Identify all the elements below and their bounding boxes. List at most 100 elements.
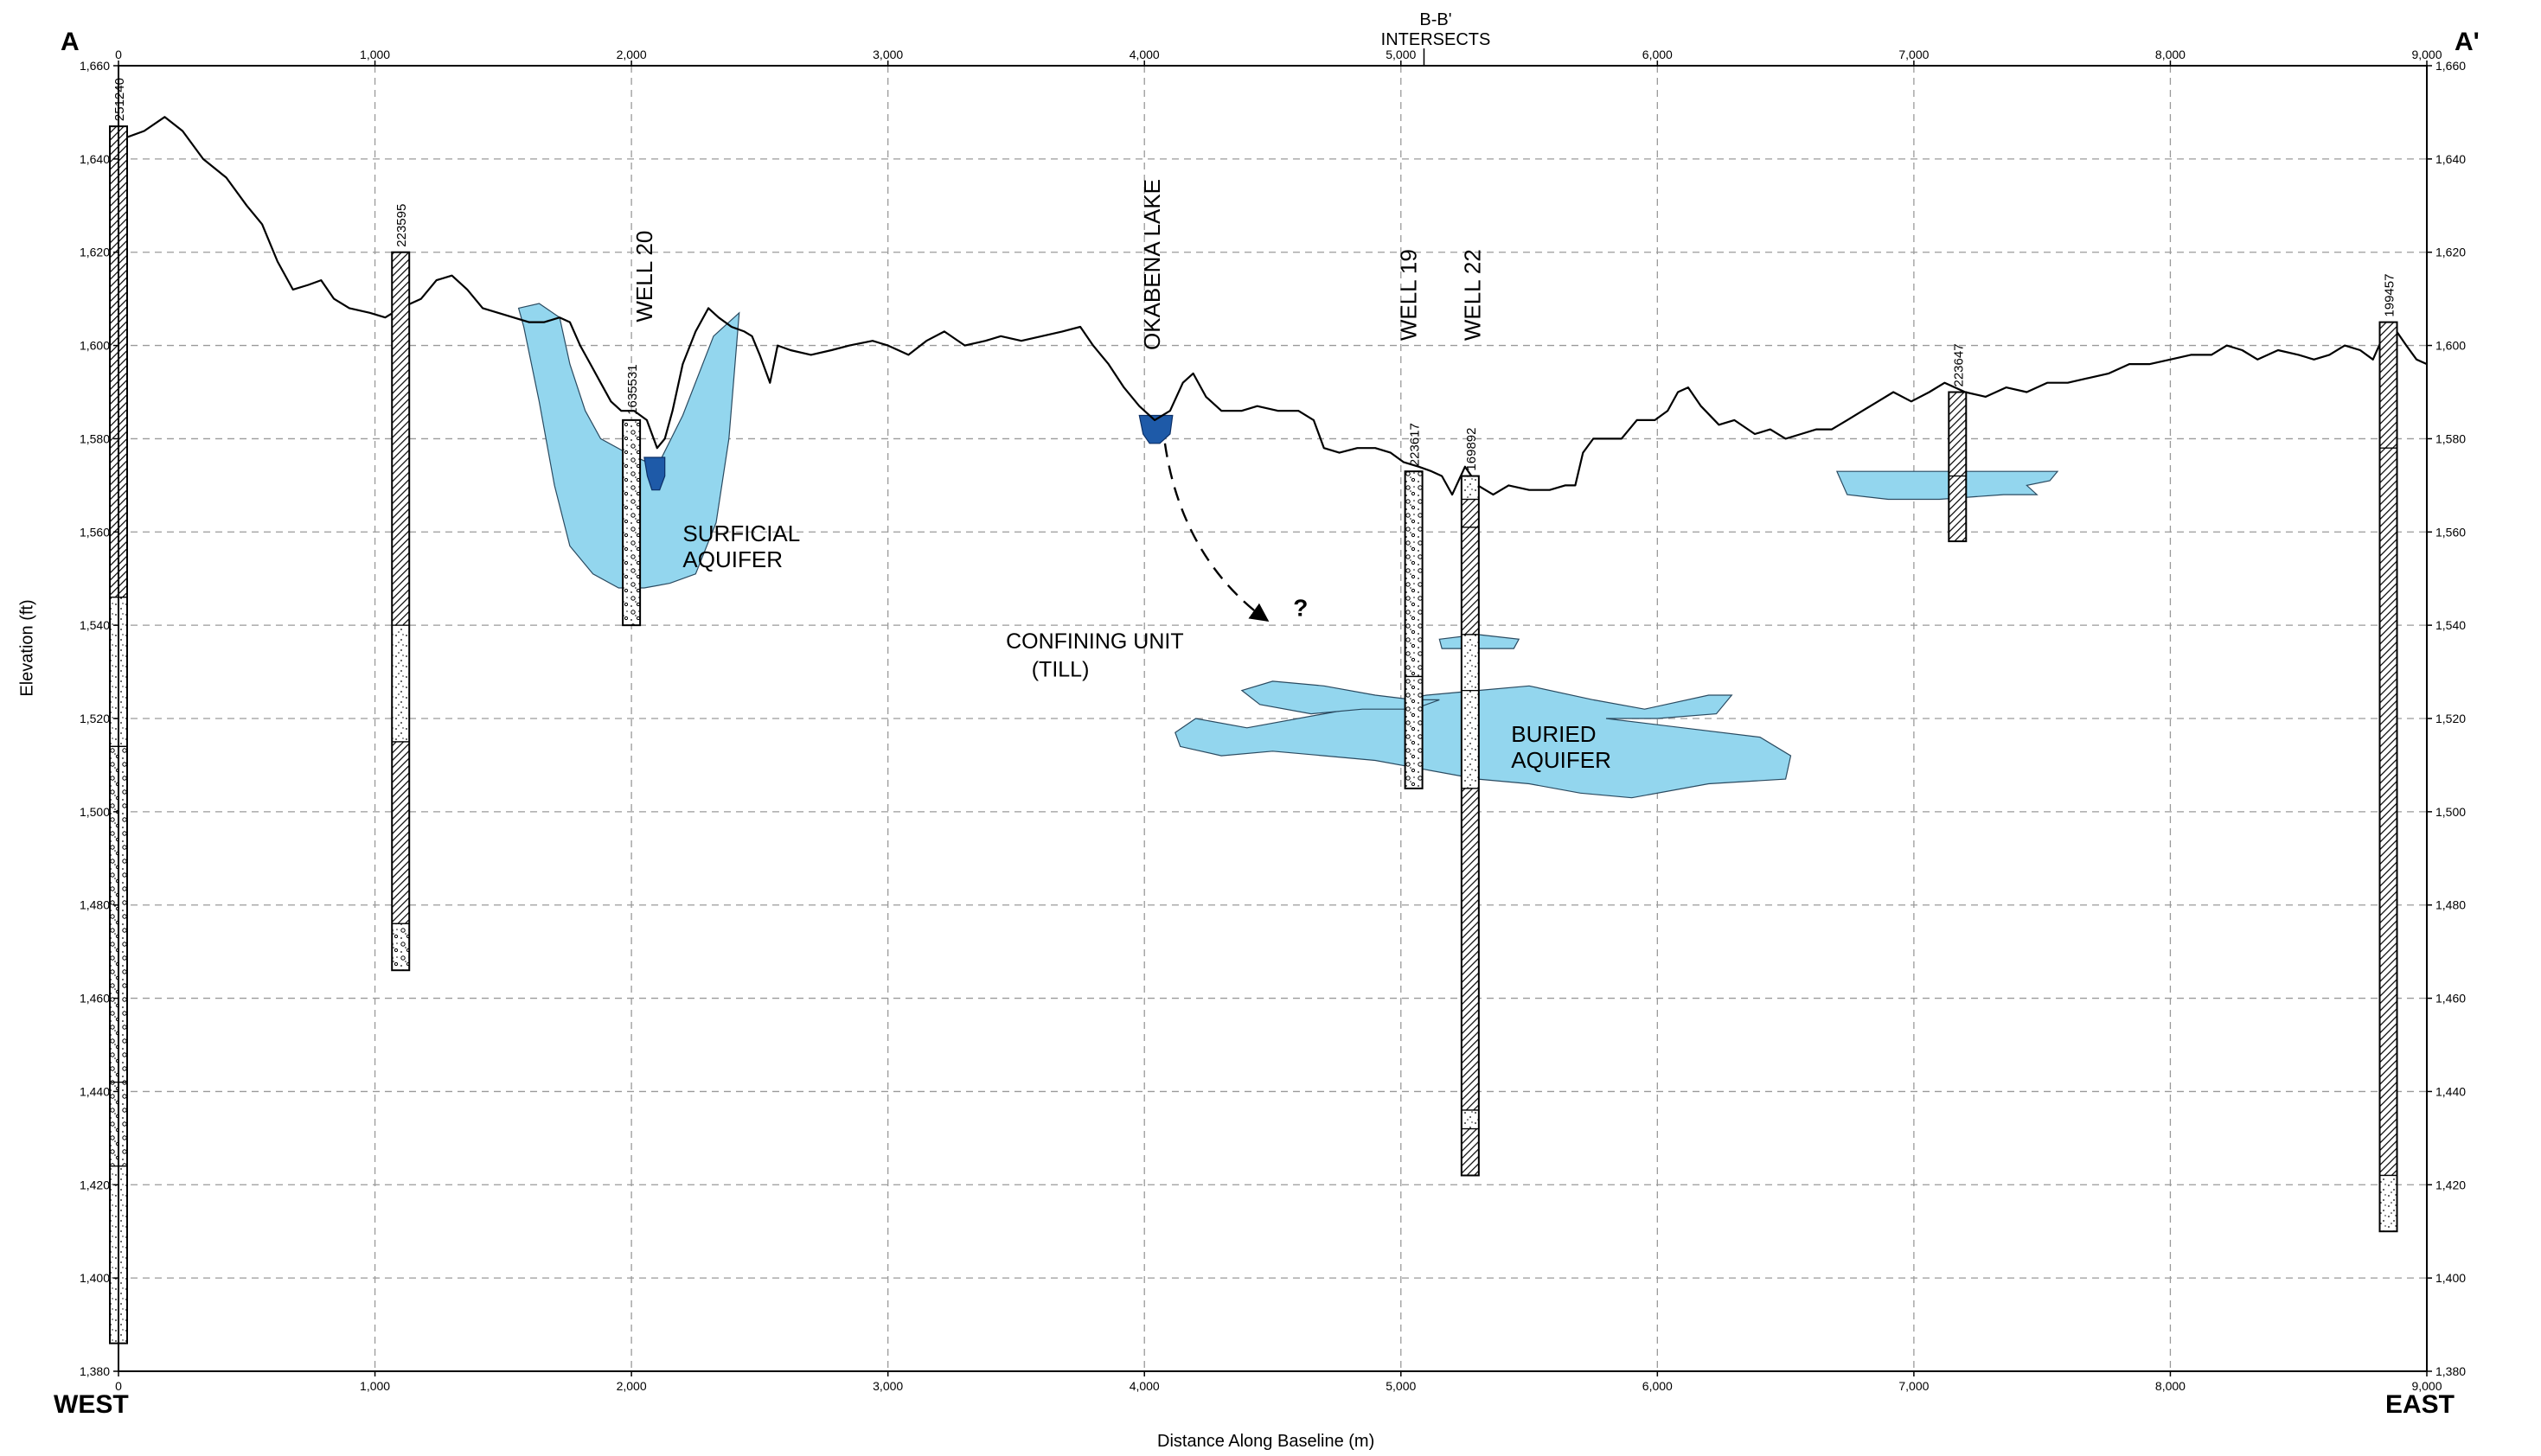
y-tick-label-right: 1,620 (2435, 246, 2466, 259)
x-tick-label-bottom: 6,000 (1642, 1379, 1673, 1393)
y-tick-label-left: 1,380 (80, 1364, 110, 1378)
well-layer-sand (1461, 634, 1480, 692)
intersect-label-line2: INTERSECTS (1380, 30, 1491, 49)
west-label: WEST (54, 1390, 129, 1419)
y-tick-label-left: 1,600 (80, 339, 110, 353)
aquifer-label: AQUIFER (1511, 747, 1611, 773)
y-tick-label-right: 1,660 (2435, 59, 2466, 73)
y-tick-label-right: 1,560 (2435, 525, 2466, 539)
x-tick-label-bottom: 1,000 (360, 1379, 390, 1393)
aquifer-polygon (1174, 685, 1792, 799)
x-tick-label-top: 6,000 (1642, 48, 1673, 61)
well-layer-hatch (1948, 391, 1967, 477)
x-tick-label-top: 4,000 (1130, 48, 1160, 61)
lake-layer (643, 414, 1174, 491)
well-casing (2378, 321, 2398, 1233)
y-tick-label-left: 1,580 (80, 431, 110, 445)
well-layer-sand (391, 624, 410, 743)
annotation-text: WELL 20 (631, 231, 657, 322)
aquifer-label: BURIED (1511, 721, 1596, 747)
x-tick-label-top: 7,000 (1898, 48, 1929, 61)
axis-ticks: 001,0001,0002,0002,0003,0003,0004,0004,0… (80, 48, 2466, 1393)
well-id-label: 251240 (112, 78, 127, 121)
y-tick-label-right: 1,640 (2435, 152, 2466, 166)
x-tick-label-top: 3,000 (873, 48, 903, 61)
well-layer-sand (1461, 689, 1480, 789)
y-tick-label-right: 1,580 (2435, 431, 2466, 445)
lake-polygon (643, 457, 666, 491)
grid-lines (118, 48, 2428, 1372)
ground-surface-line (118, 116, 2428, 496)
well-layer-gravel (1404, 470, 1424, 678)
x-tick-label-top: 5,000 (1386, 48, 1416, 61)
lake-polygon (1138, 414, 1174, 444)
annotation-text: (TILL) (1032, 657, 1090, 681)
well-id-label: 223595 (394, 204, 409, 247)
annotation-text: CONFINING UNIT (1006, 629, 1184, 654)
y-tick-label-right: 1,600 (2435, 339, 2466, 353)
well-layer-gravel (391, 923, 410, 971)
y-axis-title: Elevation (ft) (17, 599, 37, 697)
y-tick-label-left: 1,620 (80, 246, 110, 259)
well-layer-hatch (1948, 475, 1967, 542)
well-casing (1948, 391, 1968, 543)
x-tick-label-top: 1,000 (360, 48, 390, 61)
y-tick-label-right: 1,500 (2435, 805, 2466, 819)
y-tick-label-left: 1,480 (80, 898, 110, 912)
y-tick-label-right: 1,420 (2435, 1178, 2466, 1191)
well-layer-hatch (2378, 321, 2398, 449)
well-id-label: 1635531 (625, 364, 640, 414)
well-casing (1404, 470, 1424, 789)
y-tick-label-left: 1,500 (80, 805, 110, 819)
annotation-text: WELL 19 (1396, 249, 1422, 341)
well-layer-hatch (391, 252, 410, 626)
y-tick-label-right: 1,480 (2435, 898, 2466, 912)
x-tick-label-bottom: 5,000 (1386, 1379, 1416, 1393)
well-layer-sand (1461, 1109, 1480, 1130)
well-casing (1460, 475, 1480, 1177)
east-label: EAST (2385, 1390, 2455, 1419)
annotation-text: ? (1293, 594, 1308, 621)
aquifer-polygon (1835, 470, 2059, 501)
well-casing (622, 418, 642, 627)
well-id-label: 199457 (2383, 274, 2397, 317)
y-tick-label-left: 1,560 (80, 525, 110, 539)
well-layer-hatch (1461, 527, 1480, 635)
annotation-text: WELL 22 (1460, 249, 1486, 341)
y-tick-label-left: 1,460 (80, 992, 110, 1006)
well-layer-hatch (2378, 447, 2398, 1177)
aquifer-polygon (1240, 680, 1440, 715)
intersect-label-line1: B-B' (1419, 10, 1452, 29)
ground-surface-layer (118, 116, 2428, 496)
annotation-text: OKABENA LAKE (1139, 179, 1165, 350)
x-tick-label-bottom: 8,000 (2155, 1379, 2186, 1393)
x-axis-title: Distance Along Baseline (m) (1157, 1432, 1375, 1451)
well-id-label: 223647 (1951, 343, 1966, 386)
section-end-a-label: A (61, 28, 80, 56)
flow-arrow (1163, 443, 1270, 622)
x-tick-label-bottom: 9,000 (2411, 1379, 2442, 1393)
y-tick-label-left: 1,520 (80, 712, 110, 725)
aquifer-polygon (517, 303, 740, 589)
y-tick-label-right: 1,540 (2435, 618, 2466, 632)
well-id-label: 169892 (1464, 428, 1479, 471)
y-tick-label-right: 1,520 (2435, 712, 2466, 725)
well-layer-sand (1461, 475, 1480, 501)
y-tick-label-right: 1,460 (2435, 992, 2466, 1006)
well-layer-hatch (391, 741, 410, 924)
y-tick-label-left: 1,540 (80, 618, 110, 632)
y-tick-label-left: 1,660 (80, 59, 110, 73)
y-tick-label-left: 1,420 (80, 1178, 110, 1191)
x-tick-label-bottom: 0 (115, 1379, 122, 1393)
well-layer-sand (2378, 1174, 2398, 1232)
x-tick-label-top: 8,000 (2155, 48, 2186, 61)
x-tick-label-bottom: 2,000 (617, 1379, 647, 1393)
x-tick-label-top: 0 (115, 48, 122, 61)
aquifer-label: SURFICIAL (682, 520, 800, 546)
y-tick-label-left: 1,640 (80, 152, 110, 166)
x-tick-label-top: 9,000 (2411, 48, 2442, 61)
well-layer-hatch (1461, 498, 1480, 528)
